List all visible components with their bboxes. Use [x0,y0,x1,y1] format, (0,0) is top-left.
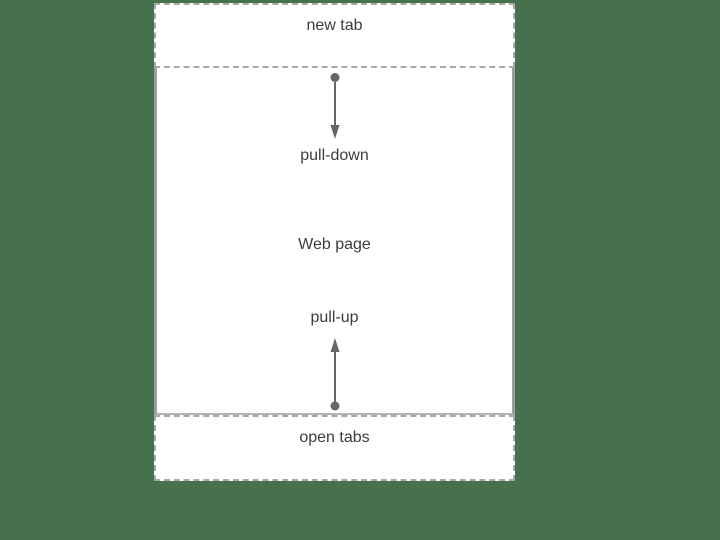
new-tab-zone: new tab [154,3,515,68]
arrowhead-up [330,338,340,352]
pull-down-arrow-icon [330,73,340,139]
arrowhead-down [330,125,340,139]
pull-up-label: pull-up [310,309,359,326]
web-page-label: Web page [298,236,371,253]
pull-down-label: pull-down [300,147,369,164]
new-tab-label: new tab [306,17,363,34]
touch-start-dot [330,401,340,411]
pull-up-arrow-icon [330,338,340,411]
open-tabs-zone: open tabs [154,415,515,481]
open-tabs-label: open tabs [299,429,370,446]
touch-start-dot [330,73,340,82]
